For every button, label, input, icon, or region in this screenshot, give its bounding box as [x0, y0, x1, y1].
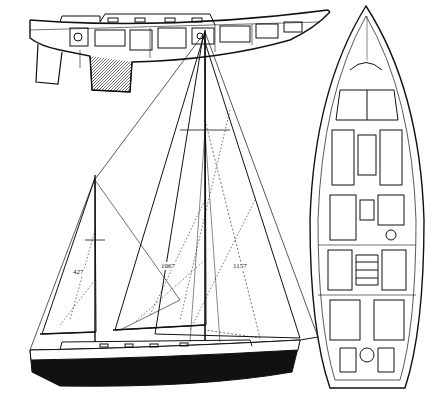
reef-line — [60, 280, 95, 325]
sail-area-label: 427 — [72, 268, 85, 276]
sail-plan — [30, 30, 318, 386]
reef-line — [135, 260, 205, 322]
reef-line — [150, 200, 205, 315]
inboard-profile — [30, 10, 330, 92]
reef-line — [180, 110, 230, 320]
sail-area-label: 1067 — [160, 262, 176, 270]
reef-line — [190, 200, 255, 330]
accommodation-plan — [310, 6, 424, 388]
reef-points — [60, 110, 255, 330]
reef-line — [70, 230, 95, 320]
sail-area-label: 1157 — [232, 262, 248, 270]
